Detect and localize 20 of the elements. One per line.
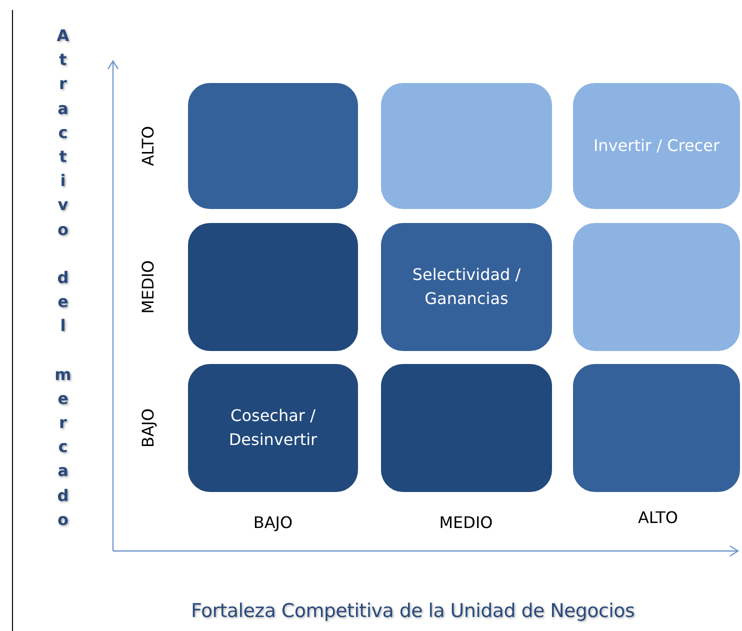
matrix-cell [188,83,358,209]
x-axis-tick-label: BAJO [253,513,293,532]
y-axis-tick-label: BAJO [138,408,158,448]
x-axis-tick-label: MEDIO [439,513,493,532]
x-axis-tick-label: ALTO [638,508,678,527]
matrix-cell [381,83,552,209]
matrix-cell [573,83,740,209]
matrix-cell [381,364,552,492]
cell-label: Invertir / Crecer [593,135,720,157]
y-axis-tick-label: MEDIO [138,260,158,314]
y-axis-tick-label: ALTO [138,126,158,166]
cell-label: Selectividad / Ganancias [411,264,522,310]
matrix-cell [573,364,740,492]
matrix-cell [381,223,552,351]
matrix-cell [188,364,358,492]
y-axis-title: Atractivo del mercado [54,25,72,531]
x-axis-title: Fortaleza Competitiva de la Unidad de Negocios [191,600,635,622]
cell-label: Cosechar / Desinvertir [228,405,318,451]
matrix-cell [188,223,358,351]
matrix-cell [573,223,740,351]
